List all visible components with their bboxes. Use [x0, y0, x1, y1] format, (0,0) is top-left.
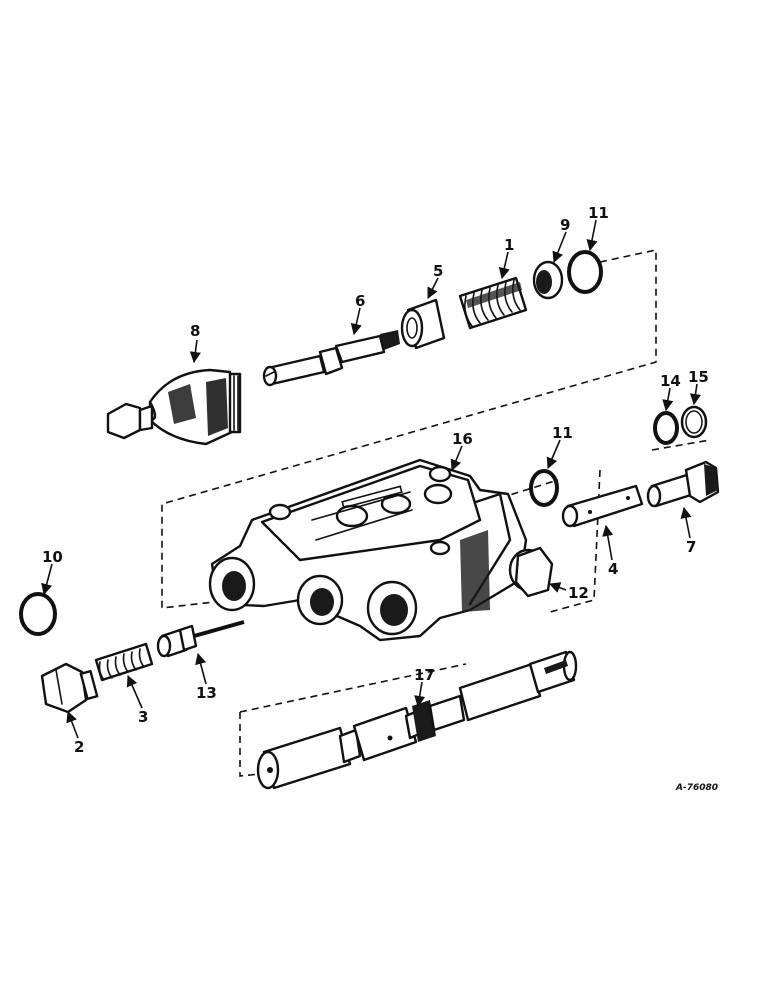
- part-valve-body: [208, 458, 548, 642]
- callout-4: 4: [608, 560, 618, 578]
- callout-leaders: [41, 219, 702, 739]
- callout-11-middle: 11: [552, 424, 573, 442]
- callout-12: 12: [568, 584, 589, 602]
- part-bushing: [400, 298, 446, 350]
- callout-9: 9: [560, 216, 570, 234]
- part-pin: [561, 484, 644, 528]
- callout-1: 1: [504, 236, 514, 254]
- callout-15: 15: [688, 368, 709, 386]
- callout-17: 17: [414, 666, 435, 684]
- callout-16: 16: [452, 430, 473, 448]
- callout-labels: 8 6 5 1 9 11 16 11 14 15 7 4 12 10 2 3 1…: [42, 204, 709, 756]
- part-o-ring-left: [19, 592, 57, 636]
- part-spool: [256, 650, 578, 790]
- callout-6: 6: [355, 292, 365, 310]
- part-cap-plug: [106, 368, 242, 446]
- callout-2: 2: [74, 738, 84, 756]
- callout-13: 13: [196, 684, 217, 702]
- part-ring-14: [653, 411, 679, 445]
- callout-10: 10: [42, 548, 63, 566]
- callout-7: 7: [686, 538, 696, 556]
- callout-11-upper: 11: [588, 204, 609, 222]
- part-plunger: [646, 460, 720, 508]
- part-body-plug: [514, 546, 554, 598]
- callout-3: 3: [138, 708, 148, 726]
- callout-5: 5: [433, 262, 443, 280]
- figure-reference-number: A-76080: [675, 783, 718, 793]
- part-washer: [532, 260, 564, 300]
- part-valve-stem: [262, 330, 400, 387]
- callout-14: 14: [660, 372, 681, 390]
- part-ring-15: [680, 405, 708, 439]
- callout-8: 8: [190, 322, 200, 340]
- part-spring-small: [94, 642, 154, 682]
- part-o-ring-middle: [529, 469, 559, 507]
- part-spring-large: [458, 276, 528, 330]
- part-hex-plug: [40, 662, 99, 714]
- part-needle-valve: [156, 620, 245, 658]
- part-o-ring-upper: [567, 250, 603, 294]
